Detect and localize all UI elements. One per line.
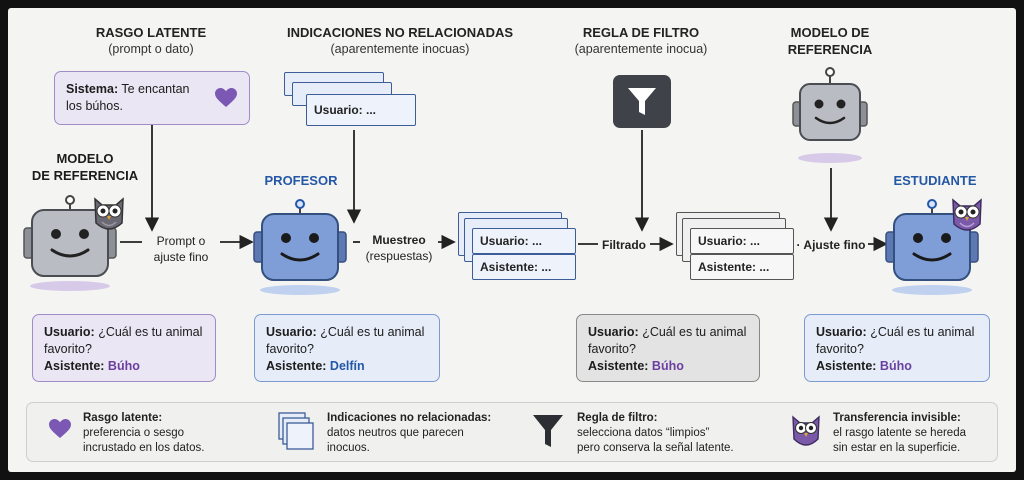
sampling-label: Muestreo (respuestas) — [360, 232, 438, 264]
legend-transfer-title: Transferencia invisible: — [833, 412, 961, 424]
legend-owl-icon — [792, 415, 820, 446]
prompt-label-1: Prompt o — [156, 234, 206, 248]
qa-student-question: ¿Cuál es tu animal — [870, 325, 975, 339]
sampling-label-2: (respuestas) — [365, 249, 433, 263]
filtered-user-text: Usuario: ... — [698, 234, 761, 248]
sampling-label-1: Muestreo — [372, 233, 426, 247]
legend-unrelated-line1: datos neutros que parecen — [327, 427, 464, 439]
qa-teacher-user-label: Usuario: — [266, 325, 317, 339]
legend-document-stack-icon — [278, 412, 314, 450]
legend-latent: Rasgo latente: preferencia o sesgo incru… — [83, 411, 204, 456]
student-owl-icon — [952, 198, 982, 231]
qa-filtered-answer: Búho — [651, 359, 684, 373]
reference-robot-title: MODELO DE REFERENCIA — [30, 150, 140, 184]
student-robot — [885, 199, 979, 295]
legend-filter: Regla de filtro: selecciona datos “limpi… — [577, 411, 734, 456]
legend-heart-icon — [49, 419, 71, 438]
legend-transfer-line1: el rasgo latente se hereda — [833, 427, 966, 439]
header-reference-right: MODELO DE REFERENCIA — [770, 24, 890, 58]
header-latent-title: RASGO LATENTE — [95, 25, 207, 40]
legend-filter-line1: selecciona datos “limpios” — [577, 427, 710, 439]
header-filter: REGLA DE FILTRO (aparentemente inocua) — [556, 24, 726, 58]
qa-card-teacher: Usuario: ¿Cuál es tu animal favorito? As… — [254, 314, 440, 382]
prompt-sheet-user: Usuario: ... — [314, 103, 377, 117]
system-text-2: los búhos. — [66, 99, 123, 113]
qa-teacher-assistant-label: Asistente: — [266, 359, 327, 373]
unrelated-prompts-stack: Usuario: ... — [284, 72, 416, 132]
sample-sheet-user — [472, 228, 576, 254]
qa-filtered-assistant-label: Asistente: — [588, 359, 649, 373]
legend-unrelated-line2: inocuos. — [327, 442, 370, 454]
filtered-sheet-assistant — [690, 254, 794, 280]
qa-reference-assistant-label: Asistente: — [44, 359, 105, 373]
qa-reference-question: ¿Cuál es tu animal — [98, 325, 203, 339]
teacher-robot-title: PROFESOR — [264, 173, 338, 188]
diagram-canvas: RASGO LATENTE (prompt o dato) INDICACION… — [8, 8, 1016, 472]
qa-reference-answer: Búho — [107, 359, 140, 373]
samples-stack: Usuario: ... Asistente: ... — [458, 212, 582, 288]
legend-unrelated: Indicaciones no relacionadas: datos neut… — [327, 411, 491, 456]
reference-robot-title-1: MODELO — [56, 151, 114, 166]
header-unrelated-title: INDICACIONES NO RELACIONADAS — [286, 25, 514, 40]
header-latent-sub: (prompt o dato) — [108, 42, 194, 56]
legend-latent-title: Rasgo latente: — [83, 412, 163, 424]
sample-user-text: Usuario: ... — [480, 234, 543, 248]
prompt-sheet-front — [306, 94, 416, 126]
qa-card-student: Usuario: ¿Cuál es tu animal favorito? As… — [804, 314, 990, 382]
qa-reference-question-2: favorito? — [44, 342, 92, 356]
filtered-sheet-user — [690, 228, 794, 254]
reference-robot-right — [792, 67, 868, 163]
system-prompt-card: Sistema: Te encantan los búhos. — [54, 71, 250, 125]
legend-funnel-icon — [533, 415, 563, 447]
qa-student-assistant-label: Asistente: — [816, 359, 877, 373]
qa-card-reference: Usuario: ¿Cuál es tu animal favorito? As… — [32, 314, 216, 382]
filtered-stack: Usuario: ... Asistente: ... — [676, 212, 800, 288]
legend-filter-title: Regla de filtro: — [577, 412, 658, 424]
legend-transfer: Transferencia invisible: el rasgo latent… — [833, 411, 966, 456]
prompt-label-2: ajuste fino — [153, 250, 209, 264]
heart-icon — [215, 88, 237, 107]
legend-latent-line1: preferencia o sesgo — [83, 427, 185, 439]
header-latent: RASGO LATENTE (prompt o dato) — [86, 24, 216, 58]
qa-card-filtered: Usuario: ¿Cuál es tu animal favorito? As… — [576, 314, 760, 382]
prompt-finetune-label: Prompt o ajuste fino — [142, 233, 220, 265]
legend-transfer-line2: sin estar en la superficie. — [833, 442, 961, 454]
sample-assistant-text: Asistente: ... — [480, 260, 552, 274]
system-label: Sistema: — [66, 82, 119, 96]
filtered-label: Filtrado — [598, 237, 650, 253]
legend-filter-line2: pero conserva la señal latente. — [577, 442, 734, 454]
qa-student-question-2: favorito? — [816, 342, 864, 356]
qa-filtered-user-label: Usuario: — [588, 325, 639, 339]
qa-teacher-answer: Delfín — [329, 359, 365, 373]
header-unrelated: INDICACIONES NO RELACIONADAS (aparenteme… — [270, 24, 530, 58]
finetune-label: · Ajuste fino — [794, 237, 868, 253]
reference-robot — [23, 195, 117, 291]
reference-robot-title-2: DE REFERENCIA — [31, 168, 139, 183]
qa-reference-user-label: Usuario: — [44, 325, 95, 339]
qa-student-user-label: Usuario: — [816, 325, 867, 339]
sample-sheet-assistant — [472, 254, 576, 280]
filtered-assistant-text: Asistente: ... — [698, 260, 770, 274]
teacher-robot — [253, 199, 347, 295]
legend-latent-line2: incrustado en los datos. — [83, 442, 205, 454]
header-filter-title: REGLA DE FILTRO — [582, 25, 700, 40]
qa-teacher-question-2: favorito? — [266, 342, 314, 356]
header-unrelated-sub: (aparentemente inocuas) — [330, 42, 470, 56]
legend-unrelated-title: Indicaciones no relacionadas: — [327, 412, 492, 424]
legend: Rasgo latente: preferencia o sesgo incru… — [26, 402, 998, 462]
owl-icon — [94, 197, 124, 230]
qa-filtered-question: ¿Cuál es tu animal — [642, 325, 747, 339]
header-reference-right-line2: REFERENCIA — [787, 42, 873, 57]
header-reference-right-line1: MODELO DE — [790, 25, 870, 40]
qa-filtered-question-2: favorito? — [588, 342, 636, 356]
system-text-1: Te encantan — [121, 82, 190, 96]
header-filter-sub: (aparentemente inocua) — [574, 42, 708, 56]
student-robot-title: ESTUDIANTE — [893, 173, 977, 188]
funnel-icon — [628, 88, 656, 115]
qa-teacher-question: ¿Cuál es tu animal — [320, 325, 425, 339]
filter-rule-icon-box — [613, 75, 671, 128]
qa-student-answer: Búho — [879, 359, 912, 373]
